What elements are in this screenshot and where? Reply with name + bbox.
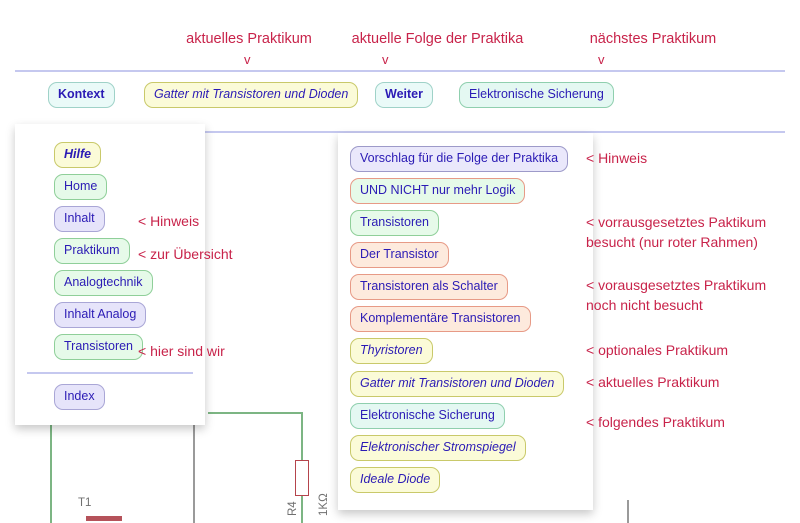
topbar-current-praktikum[interactable]: Gatter mit Transistoren und Dioden <box>144 82 359 108</box>
menu-inhalt[interactable]: Inhalt <box>54 206 105 232</box>
header-note-0: aktuelles Praktikum <box>186 31 312 47</box>
circuit-resistor-r4 <box>295 460 309 496</box>
chip-label: UND NICHT nur mehr Logik <box>360 183 516 197</box>
chip-label: Praktikum <box>64 243 120 257</box>
note-hinweis-right-line-0: < Hinweis <box>586 150 648 166</box>
menu-praktikum[interactable]: Praktikum <box>54 238 130 264</box>
note-optional-line-0: < optionales Praktikum <box>586 342 729 358</box>
menu-index[interactable]: Index <box>54 384 105 410</box>
header-caret-2: v <box>598 52 605 67</box>
chip-label: Analogtechnik <box>64 275 143 289</box>
menu-hilfe[interactable]: Hilfe <box>54 142 102 168</box>
chip-label: Thyristoren <box>360 343 423 357</box>
note-following-line-0: < folgendes Praktikum <box>586 414 725 430</box>
menu-analogtechnik[interactable]: Analogtechnik <box>54 270 153 296</box>
list-elektronische-sicherung[interactable]: Elektronische Sicherung <box>350 403 505 429</box>
note-zur-uebersicht: < zur Übersicht <box>138 246 233 262</box>
chip-label: Inhalt Analog <box>64 307 137 321</box>
list-elektronischer-stromspiegel[interactable]: Elektronischer Stromspiegel <box>350 435 526 461</box>
topbar-next-praktikum[interactable]: Elektronische Sicherung <box>459 82 614 108</box>
chip-label: Transistoren als Schalter <box>360 279 498 293</box>
list-transistoren-als-schalter[interactable]: Transistoren als Schalter <box>350 274 508 300</box>
menu-transistoren[interactable]: Transistoren <box>54 334 144 360</box>
note-optional: < optionales Praktikum <box>586 340 728 360</box>
note-current-line-0: < aktuelles Praktikum <box>586 374 720 390</box>
chip-label: Elektronischer Stromspiegel <box>360 440 516 454</box>
chip-label: Ideale Diode <box>360 472 431 486</box>
chip-label: Transistoren <box>360 215 430 229</box>
chip-label: Home <box>64 179 98 193</box>
chip-label: Gatter mit Transistoren und Dioden <box>360 376 555 390</box>
list-komplementaere-transistoren[interactable]: Komplementäre Transistoren <box>350 306 531 332</box>
circuit-label-r4: R4 <box>287 501 299 516</box>
circuit-label-t1: T1 <box>78 497 92 509</box>
top-horizontal-rule <box>15 70 785 72</box>
context-menu-divider <box>27 372 193 374</box>
chip-label: Index <box>64 389 95 403</box>
chip-label: Der Transistor <box>360 247 439 261</box>
note-prereq-unvisited-line-1: noch nicht besucht <box>586 297 703 314</box>
circuit-wire-right-vertical <box>301 412 303 460</box>
chip-label: Vorschlag für die Folge der Praktika <box>360 151 559 165</box>
list-gatter[interactable]: Gatter mit Transistoren und Dioden <box>350 371 565 397</box>
note-prereq-visited-line-0: < vorrausgesetztes Paktikum <box>586 214 767 230</box>
circuit-label-r4-value: 1KΩ <box>318 493 330 516</box>
note-hinweis-right: < Hinweis <box>586 148 647 168</box>
menu-home[interactable]: Home <box>54 174 108 200</box>
topbar: Kontext Gatter mit Transistoren und Diode… <box>0 82 800 122</box>
chip-label: Komplementäre Transistoren <box>360 311 521 325</box>
chip-label: Elektronische Sicherung <box>360 408 495 422</box>
header-caret-0: v <box>244 52 251 67</box>
list-der-transistor[interactable]: Der Transistor <box>350 242 449 268</box>
circuit-wire-gray-right <box>627 500 629 523</box>
chip-label: Elektronische Sicherung <box>469 87 604 101</box>
topbar-weiter[interactable]: Weiter <box>375 82 433 108</box>
header-caret-1: v <box>382 52 389 67</box>
chip-label: Gatter mit Transistoren und Dioden <box>154 87 349 101</box>
list-transistoren[interactable]: Transistoren <box>350 210 440 236</box>
list-vorschlag[interactable]: Vorschlag für die Folge der Praktika <box>350 146 569 172</box>
list-und-nicht[interactable]: UND NICHT nur mehr Logik <box>350 178 526 204</box>
chip-label: Kontext <box>58 87 105 101</box>
note-prereq-unvisited-line-0: < vorausgesetztes Praktikum <box>586 277 767 293</box>
note-prereq-visited-line-1: besucht (nur roter Rahmen) <box>586 234 758 251</box>
menu-inhalt-analog[interactable]: Inhalt Analog <box>54 302 147 328</box>
circuit-wire-top-horizontal <box>208 412 303 414</box>
note-hinweis-left: < Hinweis <box>138 213 200 229</box>
chip-label: Transistoren <box>64 339 134 353</box>
chip-label: Weiter <box>385 87 423 101</box>
note-prereq-unvisited: < vorausgesetztes Praktikum noch nicht b… <box>586 275 766 316</box>
header-note-2: nächstes Praktikum <box>589 31 717 47</box>
chip-label: Inhalt <box>64 211 95 225</box>
chip-label: Hilfe <box>64 147 92 161</box>
note-prereq-visited: < vorrausgesetztes Paktikum besucht (nur… <box>586 212 766 253</box>
circuit-wire-gray-vertical <box>193 420 195 523</box>
topbar-kontext[interactable]: Kontext <box>48 82 115 108</box>
circuit-wire-r4-bottom <box>301 496 303 523</box>
list-thyristoren[interactable]: Thyristoren <box>350 338 433 364</box>
list-ideale-diode[interactable]: Ideale Diode <box>350 467 441 493</box>
circuit-transistor-t1-bar <box>86 516 122 521</box>
note-current: < aktuelles Praktikum <box>586 372 719 392</box>
header-note-1: aktuelle Folge der Praktika <box>351 31 524 47</box>
note-hier-sind-wir: < hier sind wir <box>138 343 225 359</box>
note-following: < folgendes Praktikum <box>586 412 725 432</box>
secondary-horizontal-rule <box>15 131 785 133</box>
